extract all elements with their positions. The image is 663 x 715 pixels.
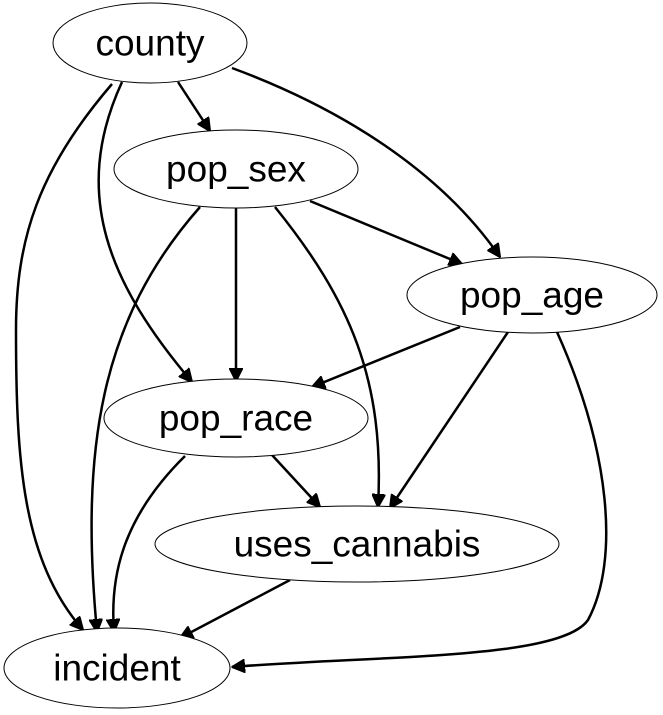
edge-county-incident: [14, 83, 113, 630]
edge-pop-age-uses-cannabis: [390, 331, 510, 508]
node-uses-cannabis: uses_cannabis: [154, 505, 560, 583]
edge-pop-sex-incident: [92, 206, 201, 632]
node-pop-sex: pop_sex: [113, 129, 359, 209]
edge-pop-age-pop-race: [312, 325, 461, 387]
edge-uses-cannabis-incident: [180, 578, 291, 640]
edge-pop-age-incident: [232, 331, 608, 667]
node-pop-race: pop_race: [103, 378, 369, 458]
edge-county-pop-sex: [176, 81, 210, 131]
edge-county-pop-age: [231, 66, 500, 257]
edge-pop-sex-pop-age: [309, 199, 462, 264]
edge-pop-race-uses-cannabis: [271, 454, 320, 507]
node-label-pop-sex: pop_sex: [166, 149, 306, 190]
node-incident: incident: [3, 627, 231, 709]
node-label-pop-age: pop_age: [460, 275, 604, 316]
edges: [14, 66, 608, 667]
node-county: county: [52, 2, 248, 84]
edge-pop-sex-uses-cannabis: [274, 206, 379, 507]
node-label-uses-cannabis: uses_cannabis: [234, 524, 481, 565]
node-label-pop-race: pop_race: [159, 398, 313, 439]
node-pop-age: pop_age: [406, 256, 658, 334]
node-label-county: county: [95, 23, 205, 64]
node-label-incident: incident: [53, 648, 181, 689]
edge-pop-race-incident: [113, 455, 186, 632]
edge-county-pop-race: [97, 81, 192, 382]
